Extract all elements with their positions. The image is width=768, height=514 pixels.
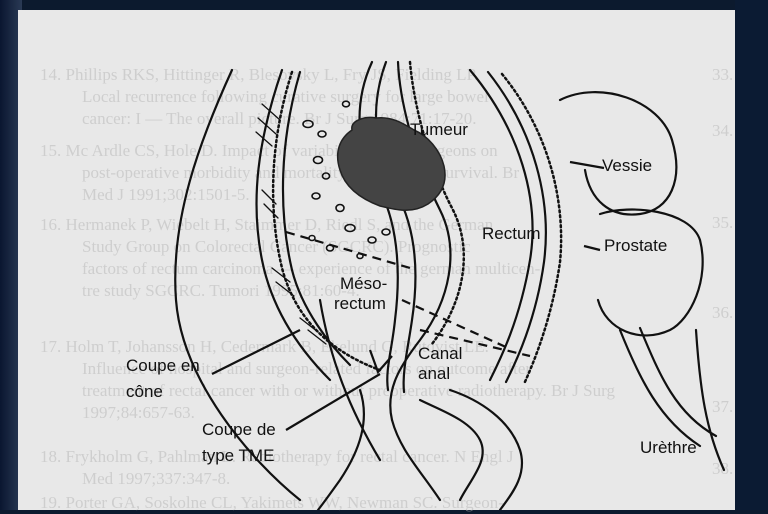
label-meso-line1: Méso- (340, 274, 387, 294)
urethra-line-3 (696, 330, 724, 470)
vessie-leader (570, 162, 604, 168)
label-urethre: Urèthre (640, 438, 697, 458)
label-coupe-cone-line2: cône (126, 382, 163, 402)
label-prostate: Prostate (604, 236, 667, 256)
label-vessie: Vessie (602, 156, 652, 176)
rectum-wall-inner (376, 62, 415, 392)
coupe-tme-leader (286, 374, 380, 430)
coupe-cone-leader (212, 330, 300, 374)
label-coupe-tme-line2: type TME (202, 446, 274, 466)
sacrum-inner-line-2 (283, 72, 350, 365)
tme-cut-line-dashed (286, 232, 410, 268)
rectum-wall-outer (360, 62, 398, 390)
sacrum-hatching (256, 104, 326, 344)
label-coupe-cone-line1: Coupe en (126, 356, 200, 376)
prostate-leader (584, 246, 600, 250)
anal-canal-line-1 (392, 420, 440, 500)
label-meso-line2: rectum (334, 294, 386, 314)
bladder-outline (560, 92, 676, 214)
label-tumeur: Tumeur (410, 120, 468, 140)
urethra-line-2 (640, 328, 716, 436)
label-canal-line2: anal (418, 364, 450, 384)
urethra-line-1 (620, 330, 700, 446)
label-rectum: Rectum (482, 224, 541, 244)
label-coupe-tme-line1: Coupe de (202, 420, 276, 440)
label-canal-line1: Canal (418, 344, 462, 364)
prostate-outline (598, 210, 703, 336)
cone-cut-line-dashed (402, 300, 508, 348)
anal-canal-line-3 (450, 390, 522, 510)
